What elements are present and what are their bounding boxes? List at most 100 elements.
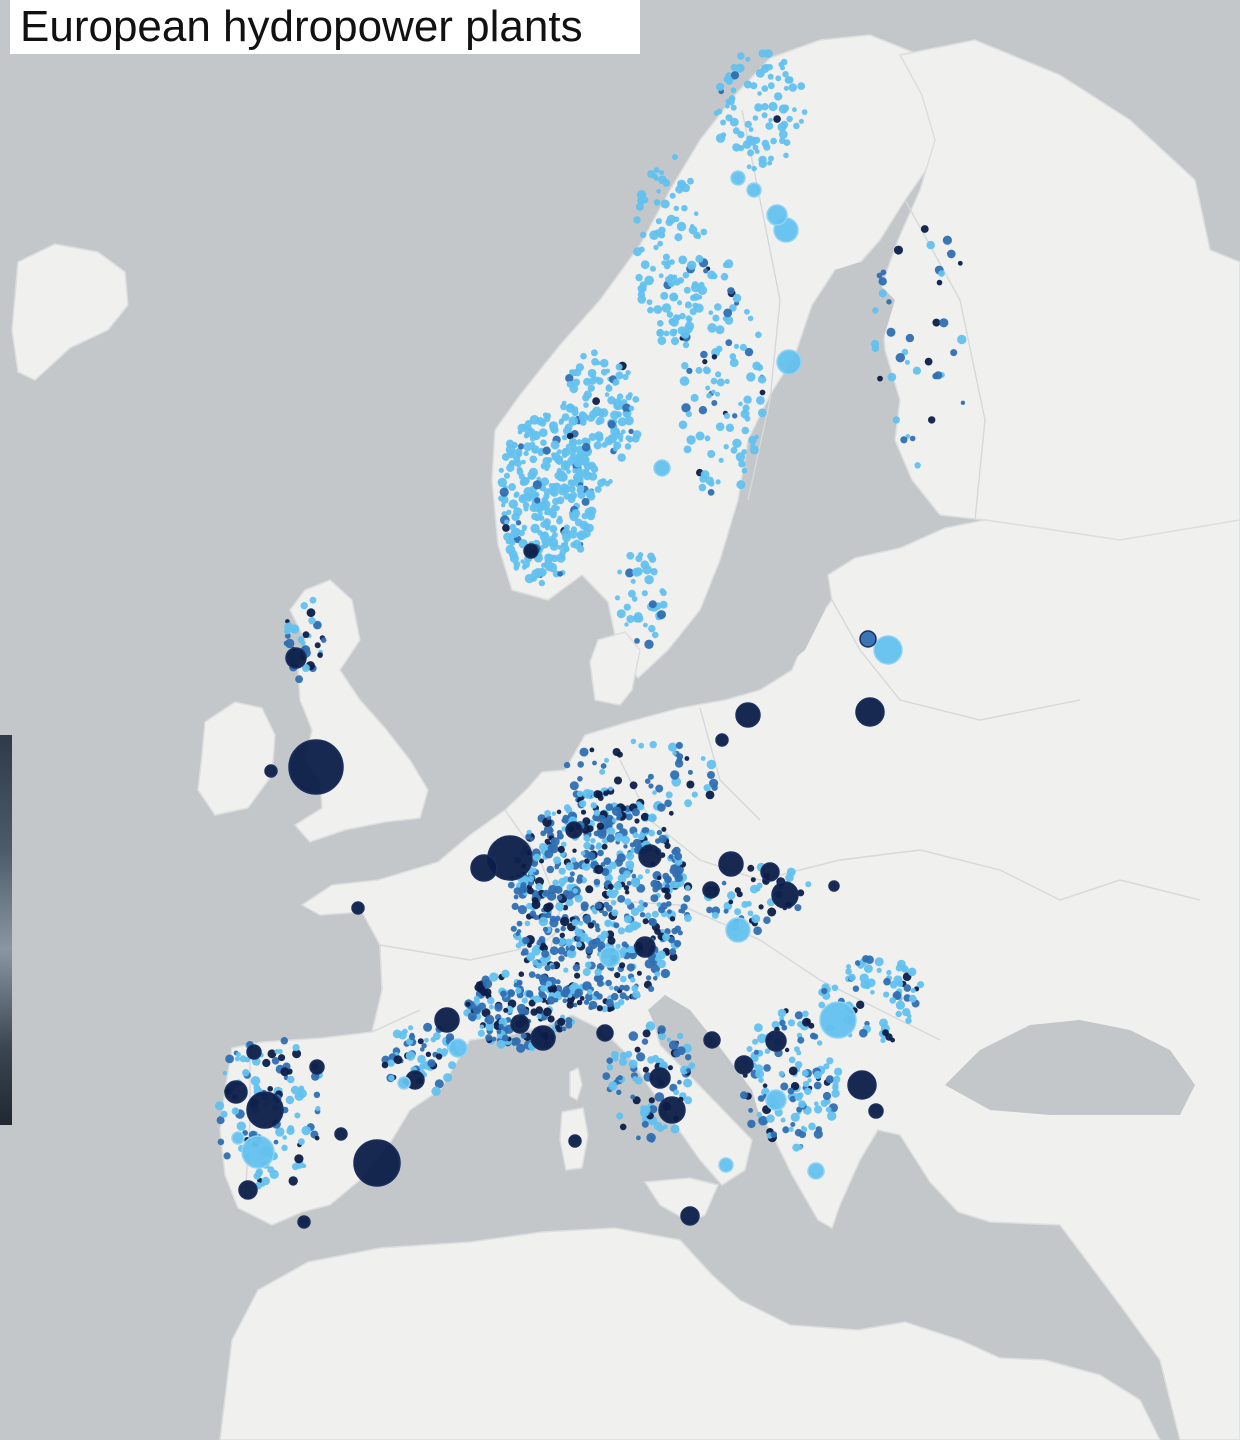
plant-marker[interactable] [936,279,943,286]
plant-marker[interactable] [661,260,667,266]
plant-marker[interactable] [306,608,316,618]
plant-marker[interactable] [550,488,559,497]
hydropower-plant-markers[interactable] [215,49,967,1229]
plant-marker[interactable] [523,543,539,559]
plant-marker[interactable] [642,565,652,575]
plant-marker[interactable] [723,308,733,318]
plant-marker[interactable] [521,459,526,465]
plant-marker[interactable] [542,889,550,897]
plant-marker[interactable] [526,887,534,895]
plant-marker[interactable] [586,954,591,959]
plant-marker[interactable] [608,786,613,792]
plant-marker[interactable] [758,1077,764,1083]
plant-marker[interactable] [502,524,510,532]
plant-marker[interactable] [285,1095,295,1105]
plant-marker[interactable] [549,525,558,533]
plant-marker[interactable] [559,553,566,560]
plant-marker[interactable] [497,477,507,488]
plant-marker[interactable] [632,1076,638,1082]
plant-marker[interactable] [928,416,936,424]
plant-marker[interactable] [580,809,587,815]
plant-marker[interactable] [524,920,531,927]
plant-marker[interactable] [705,790,715,800]
plant-marker[interactable] [583,377,592,386]
plant-marker[interactable] [644,639,654,649]
plant-marker[interactable] [255,1168,264,1177]
plant-marker[interactable] [491,1036,497,1042]
plant-marker[interactable] [224,1080,248,1104]
plant-marker[interactable] [856,1000,865,1009]
plant-marker[interactable] [519,479,526,486]
plant-marker[interactable] [588,472,598,481]
plant-marker[interactable] [572,1002,578,1008]
plant-marker[interactable] [636,1135,641,1141]
plant-marker[interactable] [623,915,632,924]
plant-marker[interactable] [725,423,735,432]
plant-marker[interactable] [539,858,544,864]
plant-marker[interactable] [783,139,791,147]
plant-marker[interactable] [768,117,773,123]
plant-marker[interactable] [432,1032,441,1041]
plant-marker[interactable] [572,378,581,387]
plant-marker[interactable] [889,997,896,1004]
plant-marker[interactable] [653,199,661,206]
plant-marker[interactable] [580,352,587,360]
plant-marker[interactable] [548,483,555,489]
plant-marker[interactable] [273,1139,279,1145]
plant-marker[interactable] [760,862,780,882]
plant-marker[interactable] [910,988,916,993]
plant-marker[interactable] [541,496,548,504]
plant-marker[interactable] [744,347,754,357]
plant-marker[interactable] [570,996,575,1001]
plant-marker[interactable] [745,56,751,62]
plant-marker[interactable] [665,791,673,799]
plant-marker[interactable] [607,420,616,429]
plant-marker[interactable] [673,1089,680,1096]
plant-marker[interactable] [284,633,291,639]
plant-marker[interactable] [650,568,658,576]
plant-marker[interactable] [282,1135,288,1140]
plant-marker[interactable] [381,1061,389,1069]
plant-marker[interactable] [637,290,646,299]
plant-marker[interactable] [827,1111,837,1121]
plant-marker[interactable] [790,1122,796,1127]
plant-marker[interactable] [700,470,710,479]
plant-marker[interactable] [664,842,671,850]
plant-marker[interactable] [548,884,558,895]
plant-marker[interactable] [641,1038,649,1045]
plant-marker[interactable] [670,1124,680,1134]
plant-marker[interactable] [520,882,527,889]
plant-marker[interactable] [616,1112,624,1120]
plant-marker[interactable] [664,799,672,808]
plant-marker[interactable] [614,776,622,785]
plant-marker[interactable] [561,543,569,551]
plant-marker[interactable] [779,1019,786,1027]
plant-marker[interactable] [685,411,693,418]
plant-marker[interactable] [523,433,530,439]
plant-marker[interactable] [734,1055,754,1075]
plant-marker[interactable] [526,902,533,910]
plant-marker[interactable] [864,964,873,973]
plant-marker[interactable] [766,204,788,226]
plant-marker[interactable] [640,231,647,238]
plant-marker[interactable] [523,450,529,457]
plant-marker[interactable] [544,523,551,530]
plant-marker[interactable] [817,1040,823,1046]
plant-marker[interactable] [562,817,569,824]
plant-marker[interactable] [647,773,654,780]
plant-marker[interactable] [623,984,630,992]
plant-marker[interactable] [670,864,677,871]
plant-marker[interactable] [425,1051,432,1058]
plant-marker[interactable] [523,506,529,512]
plant-marker[interactable] [532,480,542,490]
plant-marker[interactable] [448,1061,457,1070]
plant-marker[interactable] [583,390,592,399]
plant-marker[interactable] [634,818,640,824]
plant-marker[interactable] [632,838,642,848]
plant-marker[interactable] [558,955,565,962]
plant-marker[interactable] [715,391,720,397]
plant-marker[interactable] [747,864,755,872]
plant-marker[interactable] [674,940,682,948]
plant-marker[interactable] [561,1026,567,1032]
